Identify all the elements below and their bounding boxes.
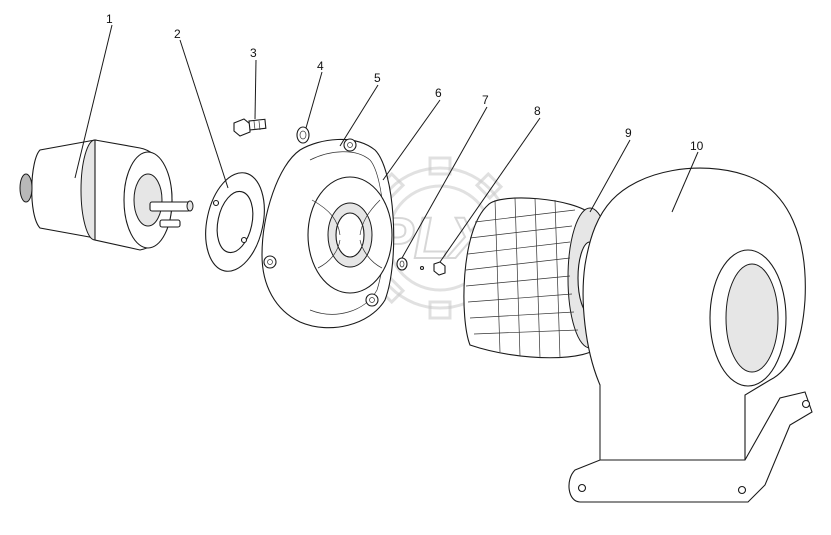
- callout-3: 3: [250, 46, 257, 60]
- leader-6: [382, 99, 441, 181]
- leader-8: [439, 117, 541, 263]
- leader-1: [74, 24, 113, 179]
- callout-4: 4: [317, 59, 324, 73]
- callout-5: 5: [374, 71, 381, 85]
- callout-labels: 1 2 3 4 5 6 7 8 9 10: [106, 12, 704, 153]
- impeller-blades: [465, 197, 579, 359]
- part-10-blower-housing: [568, 167, 813, 503]
- leader-9: [589, 139, 631, 213]
- leader-lines: [74, 24, 699, 263]
- part-3-bolt: [233, 118, 267, 137]
- part-2-gasket: [205, 172, 265, 272]
- part-6-hub: [307, 176, 393, 294]
- leader-4: [305, 71, 323, 129]
- callout-8: 8: [534, 104, 541, 118]
- callout-1: 1: [106, 12, 113, 26]
- part-4-washer: [296, 126, 310, 144]
- callout-9: 9: [625, 126, 632, 140]
- leader-2: [179, 39, 229, 189]
- leader-3: [254, 59, 257, 120]
- callout-6: 6: [435, 86, 442, 100]
- part-1-motor: [19, 139, 194, 251]
- callout-2: 2: [174, 27, 181, 41]
- leader-10: [671, 151, 699, 213]
- leader-5: [339, 84, 379, 147]
- leader-7: [401, 106, 488, 259]
- callout-7: 7: [482, 93, 489, 107]
- callout-10: 10: [690, 139, 704, 153]
